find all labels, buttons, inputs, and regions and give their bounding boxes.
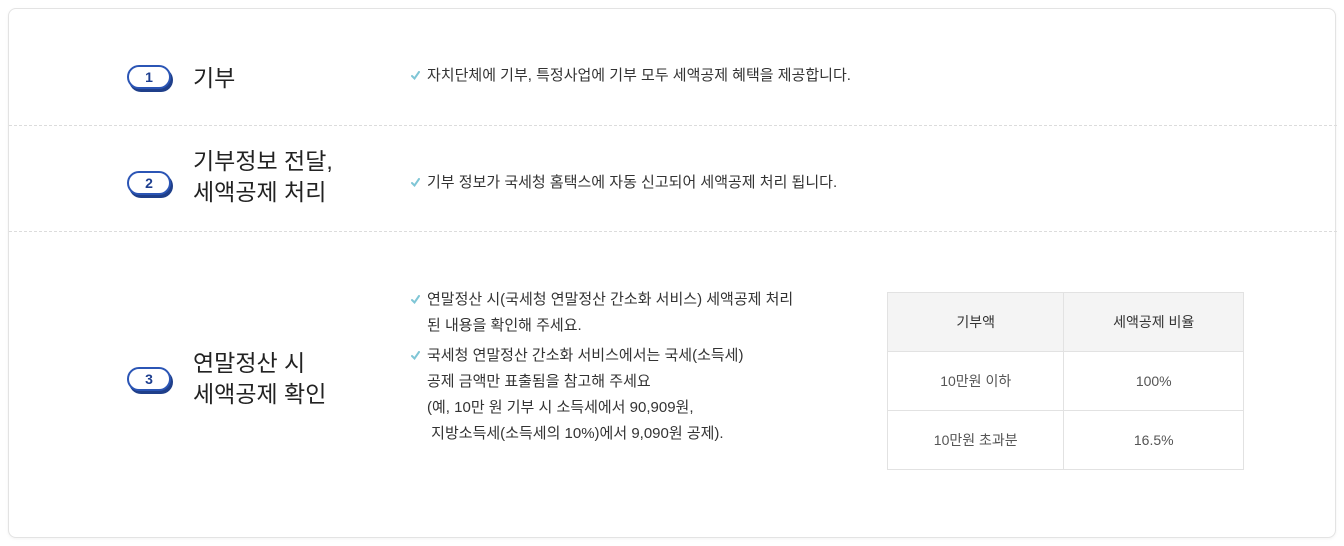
description-line: (예, 10만 원 기부 시 소득세에서 90,909원, (427, 399, 694, 416)
check-tick-icon (411, 343, 427, 369)
check-tick-icon (411, 63, 427, 89)
step-description: 자치단체에 기부, 특정사업에 기부 모두 세액공제 혜택을 제공합니다. (411, 63, 851, 89)
table-cell: 16.5% (1063, 410, 1244, 470)
step-number: 1 (127, 65, 171, 89)
step-title: 기부정보 전달, 세액공제 처리 (193, 146, 333, 208)
check-tick-icon (411, 287, 427, 313)
step-number: 2 (127, 171, 171, 195)
step-description: 국세청 연말정산 간소화 서비스에서는 국세(소득세) 공제 금액만 표출됨을 … (411, 343, 743, 447)
step-description: 기부 정보가 국세청 홈택스에 자동 신고되어 세액공제 처리 됩니다. (411, 170, 837, 196)
step-2: 2 기부정보 전달, 세액공제 처리 기부 정보가 국세청 홈택스에 자동 신고… (9, 126, 1337, 232)
step-number: 3 (127, 367, 171, 391)
step-title-line: 기부 (193, 65, 236, 91)
table-header-row: 기부액 세액공제 비율 (886, 292, 1244, 352)
step-title: 기부 (193, 63, 235, 94)
step-title: 연말정산 시 세액공제 확인 (193, 348, 326, 410)
step-description: 연말정산 시(국세청 연말정산 간소화 서비스) 세액공제 처리 된 내용을 확… (411, 287, 793, 339)
description-line: 공제 금액만 표출됨을 참고해 주세요 (427, 373, 651, 390)
header-credit-rate: 세액공제 비율 (1063, 292, 1244, 352)
step-number-badge: 3 (127, 367, 173, 394)
description-line: 연말정산 시(국세청 연말정산 간소화 서비스) 세액공제 처리 (427, 291, 794, 308)
donation-process-card: 1 기부 자치단체에 기부, 특정사업에 기부 모두 세액공제 혜택을 제공합니… (8, 8, 1337, 539)
step-title-line: 세액공제 확인 (193, 381, 327, 407)
description-line: 자치단체에 기부, 특정사업에 기부 모두 세액공제 혜택을 제공합니다. (427, 67, 851, 84)
description-line: 된 내용을 확인해 주세요. (427, 317, 582, 334)
tax-credit-rate-table: 기부액 세액공제 비율 10만원 이하 100% 10만원 초과분 16.5% (886, 292, 1244, 470)
header-donation-amount: 기부액 (886, 292, 1065, 352)
step-title-line: 기부정보 전달, (193, 148, 333, 174)
table-cell: 10만원 초과분 (886, 410, 1065, 470)
step-3: 3 연말정산 시 세액공제 확인 연말정산 시(국세청 연말정산 간소화 서비스… (9, 232, 1337, 539)
step-number-badge: 1 (127, 65, 173, 92)
step-1: 1 기부 자치단체에 기부, 특정사업에 기부 모두 세액공제 혜택을 제공합니… (9, 9, 1337, 126)
check-tick-icon (411, 170, 427, 196)
description-line: 국세청 연말정산 간소화 서비스에서는 국세(소득세) (427, 347, 744, 364)
step-number-badge: 2 (127, 171, 173, 198)
table-row: 10만원 초과분 16.5% (886, 410, 1244, 470)
table-row: 10만원 이하 100% (886, 351, 1244, 411)
table-cell: 10만원 이하 (886, 351, 1065, 411)
description-line: 기부 정보가 국세청 홈택스에 자동 신고되어 세액공제 처리 됩니다. (427, 174, 838, 191)
description-line: 지방소득세(소득세의 10%)에서 9,090원 공제). (427, 425, 724, 442)
table-cell: 100% (1063, 351, 1244, 411)
step-title-line: 연말정산 시 (193, 350, 306, 376)
step-title-line: 세액공제 처리 (193, 179, 327, 205)
